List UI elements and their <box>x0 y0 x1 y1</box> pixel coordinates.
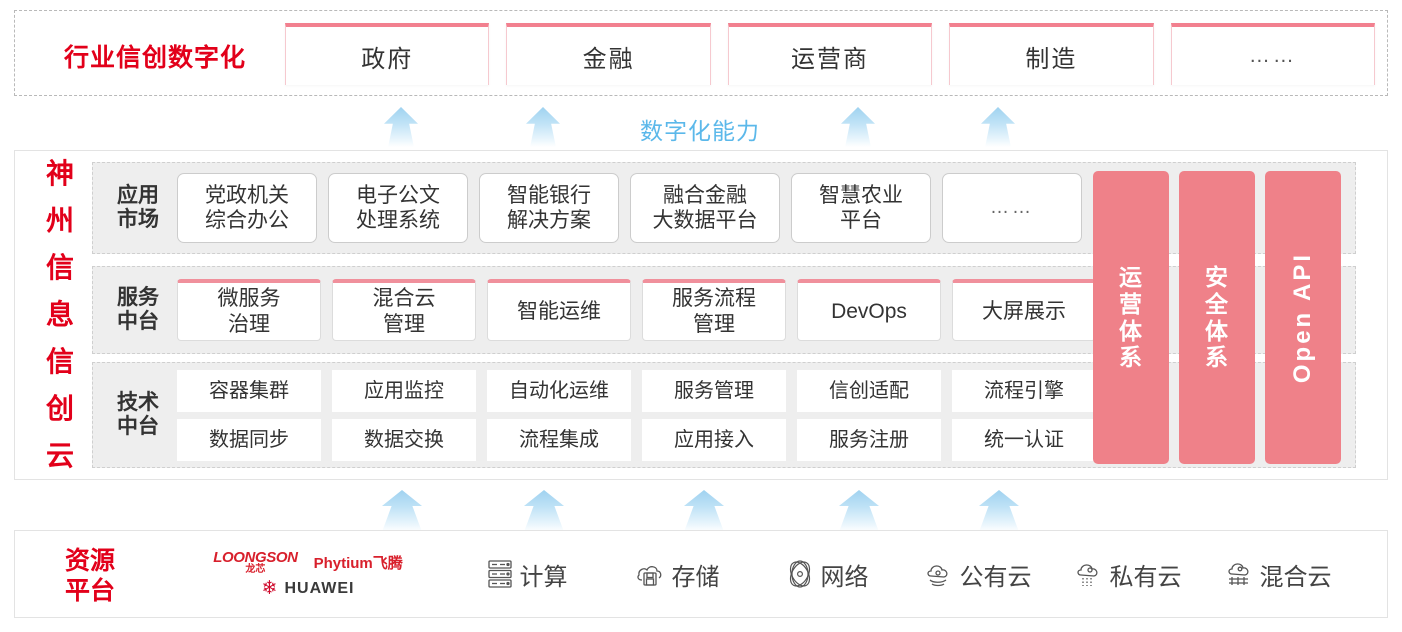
svc-card-service-process-management[interactable]: 服务流程 管理 <box>642 279 786 341</box>
digital-capability-label: 数字化能力 <box>640 118 760 144</box>
up-arrow-icon-6 <box>524 490 564 532</box>
resource-item-private-cloud-label: 私有云 <box>1109 563 1182 591</box>
pillar-open-api-label: Open API <box>1289 251 1317 384</box>
industry-card-list: 政府 金融 运营商 制造 …… <box>285 23 1376 85</box>
resource-item-hybrid-cloud[interactable]: 混合云 <box>1202 557 1352 592</box>
row-label-service-middle-platform: 服务 中台 <box>117 286 159 333</box>
up-arrow-icon-1 <box>384 107 418 147</box>
cloud-title-char-5: 信 <box>45 346 74 377</box>
pillar-operation-system-label: 运营体系 <box>1119 264 1143 371</box>
up-arrow-icon-8 <box>839 490 879 532</box>
up-arrow-icon-7 <box>684 490 724 532</box>
network-icon <box>786 559 814 589</box>
row-label-application-market: 应用 市场 <box>117 184 159 231</box>
up-arrow-icon-4 <box>981 107 1015 147</box>
private-cloud-icon <box>1073 559 1103 589</box>
cloud-title-char-6: 创 <box>45 393 74 424</box>
industry-card-operator[interactable]: 运营商 <box>727 23 933 85</box>
resource-item-storage-label: 存储 <box>671 563 720 591</box>
row-label-technical-middle-platform: 技术 中台 <box>117 391 159 438</box>
pillar-security-system-label: 安全体系 <box>1205 264 1229 371</box>
industry-band-title: 行业信创数字化 <box>63 44 246 72</box>
resource-item-compute[interactable]: 计算 <box>452 557 602 592</box>
resource-item-network-label: 网络 <box>820 563 869 591</box>
hybrid-cloud-icon <box>1223 559 1253 589</box>
app-card-smart-agriculture[interactable]: 智慧农业 平台 <box>791 173 931 243</box>
up-arrow-icon-2 <box>526 107 560 147</box>
up-arrow-icon-5 <box>382 490 422 532</box>
tec-card-application-monitoring[interactable]: 应用监控 <box>332 369 476 412</box>
cloud-platform-title: 神 州 信 息 信 创 云 <box>34 160 86 470</box>
resource-item-compute-label: 计算 <box>519 563 568 591</box>
loongson-logo: LOONGSON 龙芯 <box>213 549 298 575</box>
app-card-finance-bigdata[interactable]: 融合金融 大数据平台 <box>630 173 780 243</box>
app-card-smart-bank[interactable]: 智能银行 解决方案 <box>479 173 619 243</box>
pillar-open-api[interactable]: Open API <box>1265 171 1341 464</box>
vendor-line-1: LOONGSON 龙芯 Phytium飞腾 <box>213 550 403 575</box>
industry-card-manufacturing[interactable]: 制造 <box>949 23 1154 85</box>
resource-platform-panel <box>14 530 1388 618</box>
vendor-line-2: ❄ HUAWEI <box>262 579 355 598</box>
vendor-logo-group: LOONGSON 龙芯 Phytium飞腾 ❄ HUAWEI <box>196 540 420 608</box>
resource-platform-title: 资源 平台 <box>64 547 115 605</box>
resource-item-public-cloud-label: 公有云 <box>959 563 1032 591</box>
pillar-security-system[interactable]: 安全体系 <box>1179 171 1255 464</box>
application-market-cells: 党政机关 综合办公 电子公文 处理系统 智能银行 解决方案 <box>177 173 1082 243</box>
cloud-title-char-7: 云 <box>45 440 74 471</box>
tec-card-xinchuang-adaptation[interactable]: 信创适配 <box>797 369 941 412</box>
tec-card-process-integration[interactable]: 流程集成 <box>487 418 631 461</box>
pillar-operation-system[interactable]: 运营体系 <box>1093 171 1169 464</box>
tec-card-data-sync[interactable]: 数据同步 <box>177 418 321 461</box>
technical-row-2: 数据同步 数据交换 流程集成 应用接入 服务注册 统一认证 <box>177 418 1096 461</box>
tec-card-process-engine[interactable]: 流程引擎 <box>952 369 1096 412</box>
app-card-more[interactable]: …… <box>942 173 1082 243</box>
tec-card-service-management[interactable]: 服务管理 <box>642 369 786 412</box>
industry-card-more[interactable]: …… <box>1170 23 1376 85</box>
service-middle-platform-cells: 微服务 治理 混合云 管理 智能运维 服务流程 管理 <box>177 279 1096 341</box>
cloud-title-char-1: 神 <box>45 158 74 189</box>
cloud-title-char-4: 息 <box>45 299 74 330</box>
pillar-group: 运营体系 安全体系 Open API <box>1093 171 1341 464</box>
resource-item-storage[interactable]: 存储 <box>602 557 752 592</box>
huawei-flower-icon: ❄ <box>261 578 278 599</box>
storage-cloud-icon <box>635 559 665 589</box>
up-arrow-icon-3 <box>841 107 875 147</box>
tec-card-data-exchange[interactable]: 数据交换 <box>332 418 476 461</box>
phytium-logo: Phytium飞腾 <box>313 555 403 572</box>
resource-item-network[interactable]: 网络 <box>752 557 902 592</box>
cloud-title-char-3: 信 <box>45 252 74 283</box>
tec-card-unified-auth[interactable]: 统一认证 <box>952 418 1096 461</box>
tec-card-service-registry[interactable]: 服务注册 <box>797 418 941 461</box>
app-card-government-office[interactable]: 党政机关 综合办公 <box>177 173 317 243</box>
technical-row-1: 容器集群 应用监控 自动化运维 服务管理 信创适配 流程引擎 <box>177 369 1096 412</box>
resource-item-private-cloud[interactable]: 私有云 <box>1052 557 1202 592</box>
svc-card-microservice-governance[interactable]: 微服务 治理 <box>177 279 321 341</box>
svc-card-intelligent-ops[interactable]: 智能运维 <box>487 279 631 341</box>
tec-card-container-cluster[interactable]: 容器集群 <box>177 369 321 412</box>
public-cloud-icon <box>923 559 953 589</box>
technical-middle-platform-cells: 容器集群 应用监控 自动化运维 服务管理 信创适配 流程引擎 数据同步 数据交换… <box>177 369 1096 461</box>
tec-card-automated-ops[interactable]: 自动化运维 <box>487 369 631 412</box>
industry-card-government[interactable]: 政府 <box>285 23 490 85</box>
up-arrow-icon-9 <box>979 490 1019 532</box>
huawei-logo: ❄ HUAWEI <box>261 578 355 599</box>
svc-card-devops[interactable]: DevOps <box>797 279 941 341</box>
industry-card-finance[interactable]: 金融 <box>506 23 711 85</box>
app-card-edoc-system[interactable]: 电子公文 处理系统 <box>328 173 468 243</box>
tec-card-application-access[interactable]: 应用接入 <box>642 418 786 461</box>
svc-card-hybrid-cloud-management[interactable]: 混合云 管理 <box>332 279 476 341</box>
resource-item-public-cloud[interactable]: 公有云 <box>902 557 1052 592</box>
resource-item-hybrid-cloud-label: 混合云 <box>1259 563 1332 591</box>
svc-card-big-screen-display[interactable]: 大屏展示 <box>952 279 1096 341</box>
cloud-title-char-2: 州 <box>45 205 74 236</box>
server-icon <box>487 559 513 589</box>
industry-band <box>14 10 1388 96</box>
resource-item-list: 计算 存储 网络 <box>452 540 1352 608</box>
